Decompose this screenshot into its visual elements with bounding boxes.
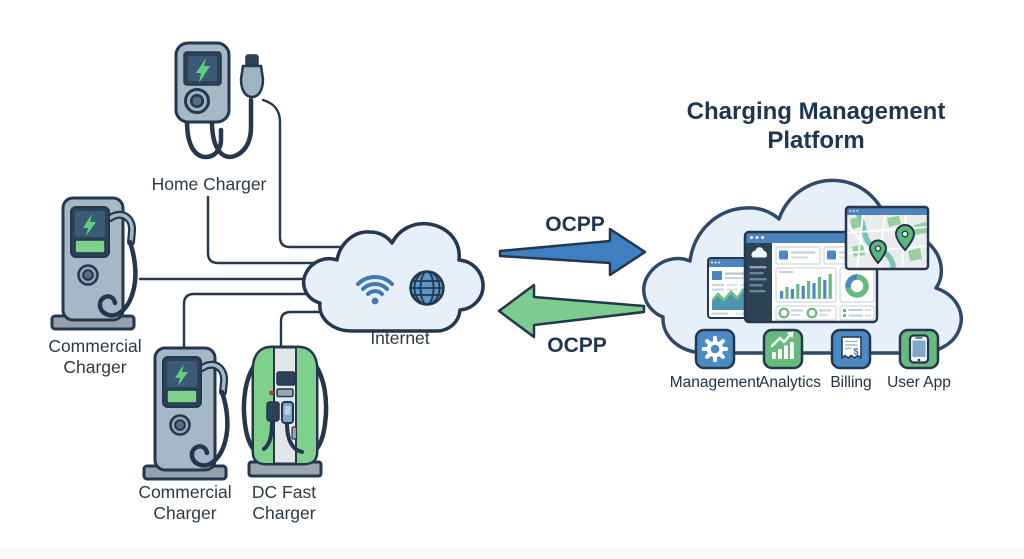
- commercial-charger-1-label-line2: Charger: [63, 357, 126, 377]
- map-window: [844, 205, 930, 271]
- wifi-icon: [356, 274, 394, 305]
- commercial-charger-2-label-line1: Commercial: [138, 482, 231, 502]
- globe-icon: [409, 270, 445, 306]
- bar-chart-icon: [770, 331, 794, 359]
- home-charger-label: Home Charger: [152, 174, 267, 194]
- map-pin-icon: [868, 239, 888, 265]
- gear-icon: [701, 335, 729, 363]
- connector-dc-fast: [279, 310, 397, 347]
- service-billing: $: [830, 328, 872, 370]
- internet-cloud: Internet: [301, 221, 485, 348]
- ocpp-arrows: OCPP OCPP: [497, 213, 647, 357]
- dc-fast-charger-label-line2: Charger: [252, 503, 315, 523]
- platform-title-line1: Charging Management: [687, 98, 946, 125]
- ocpp-label-top: OCPP: [545, 213, 605, 236]
- mini-donut-chart: [845, 274, 869, 298]
- ocpp-arrow-left: [497, 283, 646, 339]
- ocpp-arrow-right: [498, 227, 647, 277]
- platform-title-line2: Platform: [767, 127, 864, 154]
- connector-home-cable: [261, 98, 384, 249]
- home-charger-illustration: Home Charger: [152, 41, 267, 194]
- status-led: [269, 390, 274, 396]
- mini-bar-chart: [780, 274, 832, 299]
- service-user-app-label: User App: [887, 374, 951, 391]
- service-analytics: [762, 328, 804, 370]
- platform-cloud: $ Management Analytics Billing User App: [642, 178, 963, 391]
- service-management-label: Management: [670, 374, 761, 391]
- commercial-charger-2-illustration: [144, 348, 227, 479]
- dc-fast-charger-label-line1: DC Fast: [252, 482, 316, 502]
- service-billing-label: Billing: [830, 374, 871, 391]
- connector-home-label: [206, 195, 384, 265]
- service-user-app: [898, 328, 940, 370]
- commercial-charger-2-label-line2: Charger: [153, 503, 216, 523]
- service-analytics-label: Analytics: [759, 374, 821, 391]
- lightning-bolt-icon: [196, 58, 210, 83]
- commercial-charger-1-label-line1: Commercial: [48, 336, 141, 356]
- service-management: [694, 328, 736, 370]
- footer-watermark-strip: [0, 547, 1024, 559]
- ocpp-label-bottom: OCPP: [547, 334, 607, 357]
- internet-label: Internet: [370, 328, 429, 348]
- commercial-charger-1-illustration: [52, 198, 135, 329]
- smartphone-icon: [908, 334, 930, 364]
- connector-commercial-2: [182, 292, 387, 348]
- dashboard-window: [743, 230, 879, 324]
- network-connector-lines: [138, 98, 397, 348]
- map-pin-icon: [894, 223, 916, 252]
- receipt-icon: $: [841, 336, 862, 359]
- dc-fast-charger-illustration: [241, 345, 329, 478]
- sidebar-cloud-icon: [751, 247, 767, 258]
- dollar-glyph: $: [853, 347, 858, 357]
